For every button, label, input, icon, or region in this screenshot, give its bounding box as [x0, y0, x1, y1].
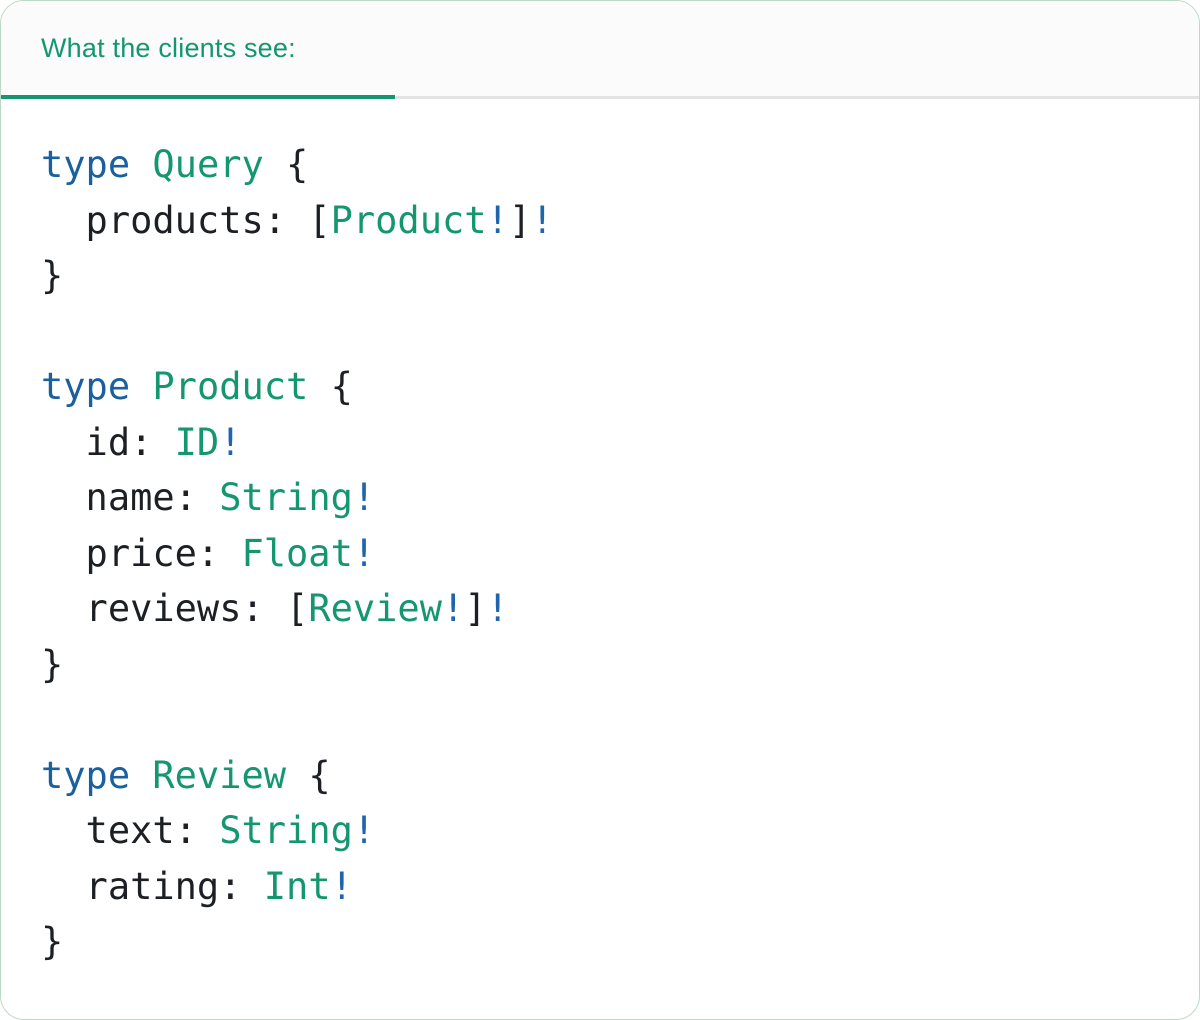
code-line: price: Float!	[41, 526, 1159, 582]
code-token-kw: type	[41, 365, 131, 408]
code-token-plain: rating:	[41, 864, 264, 908]
code-token-bang: !	[352, 531, 376, 575]
code-token-type: String	[219, 809, 353, 852]
code-token-plain	[130, 365, 152, 408]
code-line: products: [Product!]!	[41, 193, 1159, 249]
code-token-bang: !	[486, 198, 509, 242]
code-token-bang: !	[486, 587, 509, 630]
tab-what-the-clients-see[interactable]: What the clients see:	[1, 1, 395, 99]
code-token-plain: }	[41, 642, 64, 686]
code-block: type Query { products: [Product!]!}type …	[1, 99, 1199, 1010]
code-token-kw: type	[41, 753, 131, 797]
code-token-plain: {	[286, 753, 331, 797]
code-line: name: String!	[41, 470, 1159, 526]
code-token-type: Int	[263, 864, 331, 908]
code-token-plain: products: [	[41, 198, 331, 242]
code-token-type: Float	[241, 531, 353, 575]
code-token-plain	[130, 754, 152, 797]
code-token-type: Query	[152, 143, 264, 186]
code-line: type Review {	[41, 748, 1159, 804]
code-line: type Query {	[41, 137, 1159, 193]
code-line	[41, 692, 1159, 748]
code-token-plain: }	[41, 920, 64, 963]
tab-bar: What the clients see:	[1, 1, 1199, 99]
code-token-plain: price:	[41, 531, 242, 575]
code-token-plain: }	[41, 254, 64, 297]
code-line: type Product {	[41, 359, 1159, 415]
tab-label: What the clients see:	[41, 33, 296, 63]
code-line: }	[41, 637, 1159, 693]
code-token-type: Review	[152, 753, 287, 797]
code-token-plain: name:	[41, 476, 220, 519]
code-token-type: Product	[330, 198, 487, 242]
code-token-type: Product	[152, 365, 309, 408]
code-token-bang: !	[352, 476, 376, 519]
code-token-bang: !	[330, 864, 353, 908]
code-token-bang: !	[352, 809, 376, 852]
code-token-bang: !	[219, 420, 242, 464]
code-token-type: String	[219, 476, 353, 519]
code-token-bang: !	[531, 198, 554, 242]
code-token-type: ID	[174, 420, 220, 464]
code-token-plain: ]	[464, 587, 487, 630]
code-token-kw: type	[41, 143, 131, 186]
code-line: text: String!	[41, 803, 1159, 859]
code-token-plain: reviews: [	[41, 587, 309, 630]
code-token-plain: {	[263, 143, 309, 186]
code-token-plain: text:	[41, 809, 220, 852]
code-token-plain: {	[308, 365, 353, 408]
code-token-plain: id:	[41, 420, 175, 464]
code-line: reviews: [Review!]!	[41, 581, 1159, 637]
code-line: }	[41, 248, 1159, 304]
code-line: rating: Int!	[41, 859, 1159, 915]
code-token-type: Review	[308, 587, 442, 630]
code-line: id: ID!	[41, 415, 1159, 471]
code-token-plain: ]	[508, 198, 532, 242]
code-line: }	[41, 914, 1159, 970]
code-line	[41, 304, 1159, 360]
code-token-bang: !	[441, 587, 465, 630]
code-token-plain	[130, 143, 152, 186]
